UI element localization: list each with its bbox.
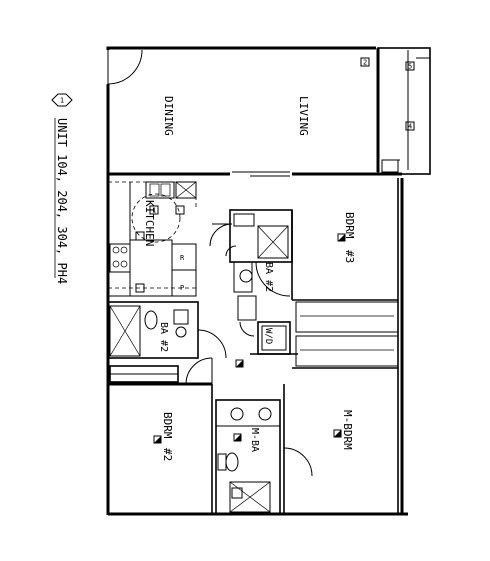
balcony [377,47,431,175]
reference-tags: 2 5 4 1 [149,57,415,444]
entry-door [107,49,143,85]
bath-2-left [107,301,227,359]
tag-kitchen: 1 [152,207,156,215]
label-bdrm2-num: #2 [161,448,174,461]
label-ba2-upper: BA #2 [263,262,274,292]
label-kitchen: KITCHEN [143,200,156,246]
plan-title: UNIT 104, 204, 304, PH4 [55,118,69,284]
center-core [209,209,298,355]
tag-balcony-b: 4 [408,123,412,131]
tag-balcony-a: 5 [408,63,412,71]
range-label-p: P [180,284,184,292]
label-living: LIVING [297,96,310,136]
detail-marker-number: 1 [60,97,64,105]
master-bath [215,399,313,515]
master-bedroom [283,299,399,514]
label-mbdrm: M-BDRM [341,410,354,450]
label-wd: W/D [263,328,273,344]
hall-closets [108,357,213,386]
range-label-r: R [180,254,185,262]
label-ba2-left: BA #2 [158,322,169,352]
label-mba: M-BA [249,428,260,452]
label-bdrm3-name: BDRM [343,212,356,239]
room-labels: DINING LIVING KITCHEN BDRM #3 BA #2 BA #… [143,96,356,461]
kitchen: R P [108,181,197,297]
label-dining: DINING [162,96,175,136]
tag-living: 2 [363,59,367,67]
title-block: 1 UNIT 104, 204, 304, PH4 [51,93,73,284]
detail-marker-hexagon [51,93,73,107]
label-bdrm3-num: #3 [343,250,356,263]
label-bdrm2-name: BDRM [161,412,174,439]
